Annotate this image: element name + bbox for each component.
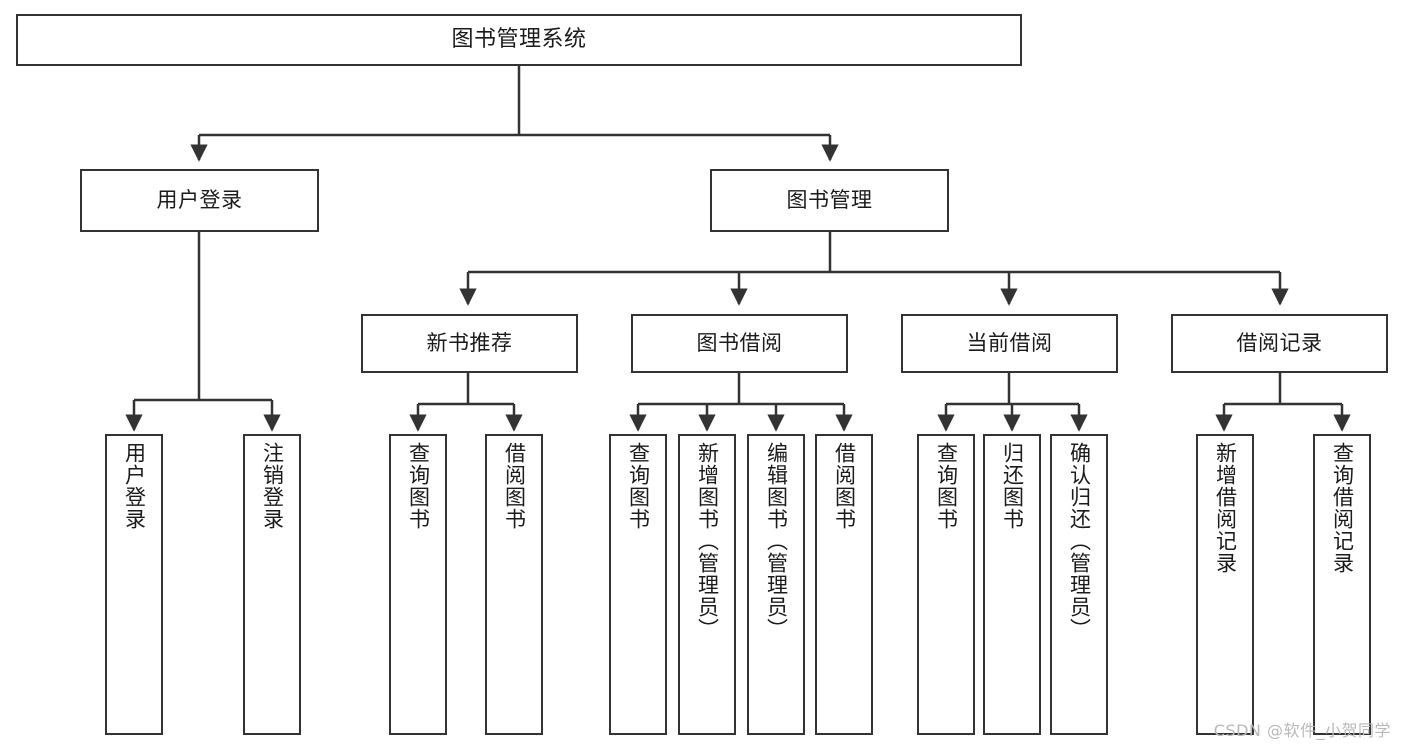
node-label: 新书推荐 [426,330,513,355]
watermark: CSDN @软件_小贺同学 [1213,721,1391,740]
leaf-edit-book[interactable]: 编辑图书（管理员） [747,434,805,735]
node-label: 借阅记录 [1236,330,1323,355]
node-label: 编辑图书（管理员） [764,442,789,640]
leaf-query-borrow-record[interactable]: 查询借阅记录 [1313,434,1371,735]
leaf-user-logout[interactable]: 注销登录 [243,434,301,735]
node-new-book-recommend[interactable]: 新书推荐 [361,314,578,373]
node-borrow-record[interactable]: 借阅记录 [1171,314,1388,373]
leaf-query-book-recommend[interactable]: 查询图书 [389,434,447,735]
leaf-add-book[interactable]: 新增图书（管理员） [678,434,736,735]
node-label: 用户登录 [156,187,243,212]
node-book-borrow[interactable]: 图书借阅 [631,314,848,373]
leaf-add-borrow-record[interactable]: 新增借阅记录 [1196,434,1254,735]
node-label: 查询图书 [934,442,959,530]
node-label: 新增图书（管理员） [695,442,720,640]
node-label: 注销登录 [260,442,285,530]
node-label: 查询图书 [626,442,651,530]
node-root-system[interactable]: 图书管理系统 [16,14,1022,66]
node-label: 归还图书 [1000,442,1025,530]
leaf-query-book-borrow[interactable]: 查询图书 [609,434,667,735]
node-book-manage[interactable]: 图书管理 [710,169,949,232]
leaf-query-book-current[interactable]: 查询图书 [917,434,975,735]
node-label: 当前借阅 [966,330,1053,355]
node-label: 图书管理系统 [451,26,587,52]
node-label: 确认归还（管理员） [1067,442,1092,640]
node-label: 图书借阅 [696,330,783,355]
node-label: 用户登录 [122,442,147,530]
node-label: 查询图书 [406,442,431,530]
leaf-confirm-return[interactable]: 确认归还（管理员） [1050,434,1108,735]
node-label: 借阅图书 [502,442,527,530]
leaf-user-login[interactable]: 用户登录 [105,434,163,735]
leaf-return-book[interactable]: 归还图书 [983,434,1041,735]
node-label: 借阅图书 [832,442,857,530]
leaf-borrow-book[interactable]: 借阅图书 [815,434,873,735]
node-current-borrow[interactable]: 当前借阅 [901,314,1118,373]
leaf-borrow-book-recommend[interactable]: 借阅图书 [485,434,543,735]
node-label: 图书管理 [786,187,873,212]
node-user-login[interactable]: 用户登录 [80,169,319,232]
node-label: 查询借阅记录 [1330,442,1355,574]
node-label: 新增借阅记录 [1213,442,1238,574]
